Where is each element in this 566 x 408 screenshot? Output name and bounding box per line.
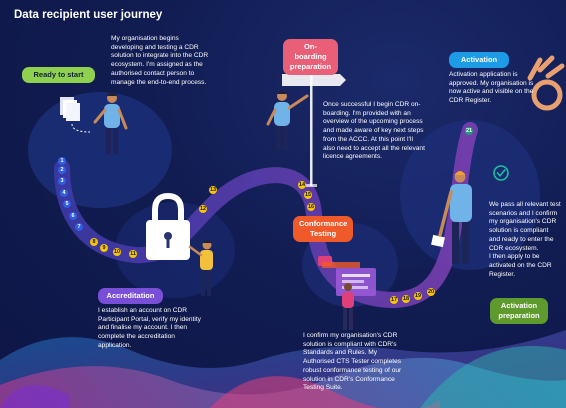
activation-line: approved. My organisation is [449,79,534,87]
conformance-line: Authorised CTS Tester completes [303,358,402,366]
onboarding-line: boarding. I'm provided with an [323,109,411,117]
onboarding-line: and made aware of key next steps [323,127,424,135]
step-marker-3: 3 [58,177,66,185]
stage-activation-prep-line1: Activation [500,301,538,310]
step-marker-6: 6 [69,212,77,220]
stage-onboarding-badge: On-boarding preparation [283,39,338,75]
person-conformance-illustration [342,283,354,330]
step-marker-4: 4 [60,189,68,197]
ready-line: authorised contact person to [111,69,195,77]
onboarding-line: also need to accept all the relevant [323,144,425,152]
onboarding-description: Once successful I begin CDR on- boarding… [323,101,448,162]
step-marker-21: 21 [465,127,473,135]
ready-line: My organisation begins [111,35,179,42]
stage-activation-prep-badge: Activation preparation [490,298,548,324]
stage-conformance-line2: Testing [309,229,337,238]
person-activation-illustration [431,171,472,264]
step-marker-20: 20 [427,288,435,296]
step-marker-14: 14 [298,181,306,189]
activation-prep-line: I then apply to be [489,253,540,261]
stage-accreditation-badge: Accreditation [98,288,163,304]
accreditation-line: I establish an account on CDR [98,307,188,314]
step-marker-5: 5 [63,200,71,208]
activation-prep-line: We pass all relevant test [489,201,561,208]
accreditation-description: I establish an account on CDR Participan… [98,307,228,351]
person-onboarding-illustration [266,90,309,150]
ready-description: My organisation begins developing and te… [111,35,236,87]
stage-onboarding-line2: preparation [289,62,332,71]
conformance-line: robust conformance testing of our [303,366,402,374]
activation-prep-line: scenarios and I confirm [489,209,558,217]
conformance-line: Testing Suite. [303,384,343,392]
step-marker-13: 13 [209,186,217,194]
stage-conformance-badge: Conformance Testing [293,216,353,242]
step-marker-7: 7 [75,223,83,231]
signpost-illustration [282,66,346,187]
document-stack-icon [60,97,91,133]
onboarding-line: overview of the upcoming process [323,118,423,126]
ready-line: developing and testing a CDR [111,43,199,51]
step-marker-12: 12 [199,205,207,213]
stage-activation-badge: Activation [449,52,509,68]
ready-line: solution to integrate into the CDR [111,52,209,60]
activation-description: Activation application is approved. My o… [449,71,559,106]
ready-line: manage the end-to-end process. [111,78,207,86]
activation-line: now active and visible on the [449,88,534,96]
stage-activation-prep-line2: preparation [498,311,540,320]
conformance-line: Standards and Rules. My [303,349,378,357]
activation-line: Activation application is [449,71,518,78]
activation-prep-line: activated on the CDR [489,261,552,269]
ok-hand-icon [527,55,565,111]
conformance-line: solution is compliant with CDR's [303,340,397,348]
conformance-line: I confirm my organisation's CDR [303,332,398,339]
accreditation-line: application. [98,341,132,349]
ready-line: ecosystem. I'm assigned as the [111,61,203,69]
activation-prep-description: We pass all relevant test scenarios and … [489,201,565,279]
accreditation-line: and finalise my account. I then [98,324,188,332]
step-marker-19: 19 [414,292,422,300]
step-marker-15: 15 [304,191,312,199]
onboarding-line: licence agreements. [323,153,383,161]
activation-prep-line: CDR ecosystem. [489,244,539,252]
activation-prep-line: Register. [489,270,516,278]
accreditation-line: complete the accreditation [98,333,175,341]
activation-prep-line: my organisation's CDR [489,218,557,226]
accreditation-line: Participant Portal, verify my identity [98,315,201,323]
step-marker-1: 1 [58,157,66,165]
stage-onboarding-line1: On-boarding [294,42,327,61]
step-marker-11: 11 [129,250,137,258]
step-marker-17: 17 [390,296,398,304]
activation-line: CDR Register. [449,97,492,105]
step-marker-8: 8 [90,238,98,246]
onboarding-line: from the ACCC. At this point I'll [323,135,413,143]
padlock-icon [146,192,190,260]
step-marker-2: 2 [58,166,66,174]
step-marker-16: 16 [307,203,315,211]
check-circle-icon [493,165,509,181]
activation-prep-line: and ready to enter the [489,235,554,243]
page-title: Data recipient user journey [14,9,163,21]
onboarding-line: Once successful I begin CDR on- [323,101,421,108]
person-accreditation-illustration [188,240,213,296]
conformance-description: I confirm my organisation's CDR solution… [303,332,428,393]
conformance-line: solution in CDR's Conformance [303,375,395,383]
stage-ready-badge: Ready to start [22,67,95,83]
person-ready-illustration [93,92,128,154]
step-marker-10: 10 [113,248,121,256]
step-marker-18: 18 [402,295,410,303]
activation-prep-line: solution is compliant [489,227,549,235]
stage-conformance-line1: Conformance [299,219,348,228]
step-marker-9: 9 [100,244,108,252]
